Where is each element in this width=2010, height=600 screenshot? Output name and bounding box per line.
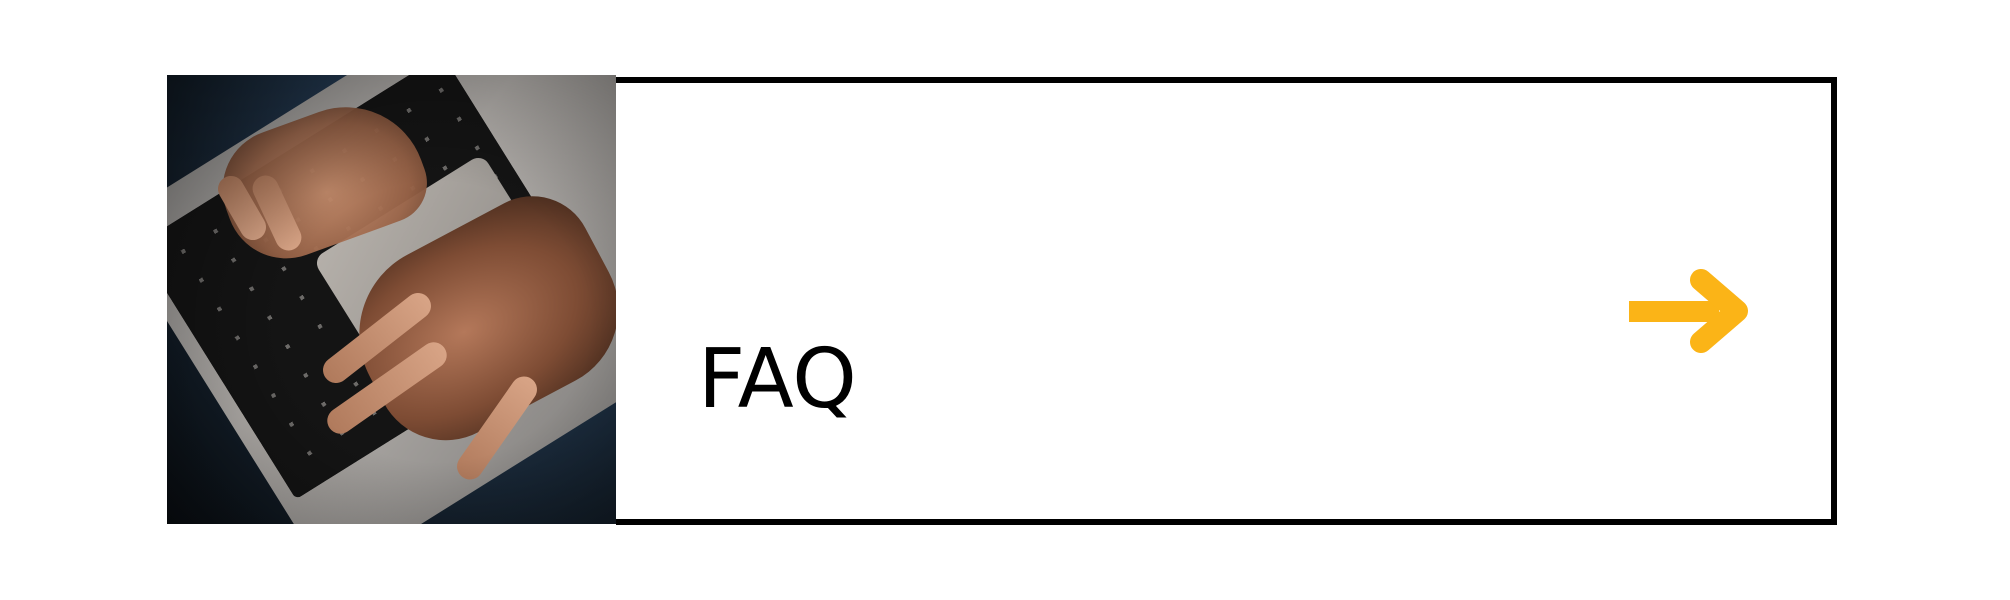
- arrow-right-icon[interactable]: [1629, 268, 1751, 354]
- laptop-typing-photo: [167, 75, 616, 524]
- faq-card-link[interactable]: FAQ: [167, 75, 1843, 525]
- photo-vignette: [167, 75, 616, 524]
- faq-title: FAQ: [698, 332, 857, 427]
